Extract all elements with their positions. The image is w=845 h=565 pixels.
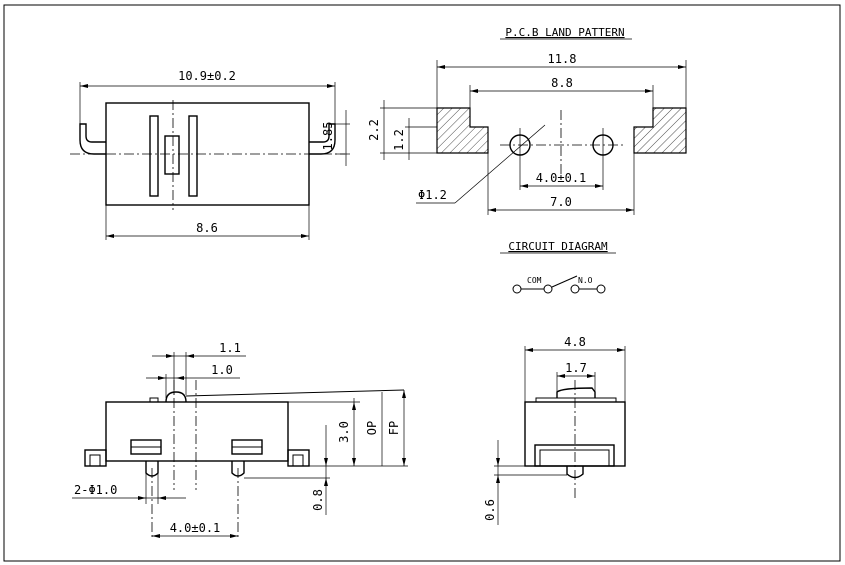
- dim-overall-width: 10.9±0.2: [178, 69, 236, 83]
- dim-pin-diameter: 2-Φ1.0: [74, 483, 117, 497]
- slide-actuator: [164, 135, 180, 175]
- front-body: [105, 401, 289, 462]
- dim-terminal-height: 1.85: [321, 122, 335, 151]
- dim-lever-1: 1.1: [219, 341, 241, 355]
- front-view: 1.1 1.0 3.0 OP FP 0.8 2-Φ1.0: [72, 341, 408, 540]
- dim-side-width: 4.8: [564, 335, 586, 349]
- right-slot: [188, 115, 198, 197]
- left-slot: [149, 115, 159, 197]
- dim-hole-diameter: Φ1.2: [418, 188, 447, 202]
- left-terminal: [79, 123, 106, 155]
- dim-pin-length: 0.8: [311, 489, 325, 511]
- side-actuator: [556, 387, 596, 398]
- dim-pad-step: 1.2: [392, 129, 406, 151]
- circuit-title: CIRCUIT DIAGRAM: [508, 240, 608, 253]
- right-pad: [633, 107, 687, 154]
- dim-fp: FP: [387, 421, 401, 435]
- right-terminal: [309, 123, 336, 155]
- switch-body-outline: [105, 102, 310, 206]
- dim-actuator-width: 1.7: [565, 361, 587, 375]
- top-view: 10.9±0.2 8.6 1.85: [70, 69, 350, 240]
- left-pad: [436, 107, 489, 154]
- pcb-land-pattern: P.C.B LAND PATTERN 11.8 8.8 2.2 1.: [367, 26, 687, 215]
- dim-pad-height: 2.2: [367, 119, 381, 141]
- dim-pin-pitch: 4.0±0.1: [170, 521, 221, 535]
- dim-op: OP: [365, 421, 379, 435]
- hole-leader-line: [454, 124, 546, 204]
- no-label: N.O: [578, 276, 593, 285]
- switch-contact: [551, 275, 578, 288]
- circuit-diagram: CIRCUIT DIAGRAM COM N.O: [500, 240, 616, 294]
- drawing-frame: [3, 4, 841, 562]
- pcb-title: P.C.B LAND PATTERN: [505, 26, 624, 39]
- dim-height-1: 3.0: [337, 421, 351, 443]
- dim-body-width: 8.6: [196, 221, 218, 235]
- com-label: COM: [527, 276, 542, 285]
- lever: [165, 391, 187, 403]
- side-view: 4.8 1.7 0.6: [483, 335, 626, 525]
- dim-pcb-inner: 8.8: [551, 76, 573, 90]
- dim-pcb-overall: 11.8: [548, 52, 577, 66]
- dim-hole-pitch: 4.0±0.1: [536, 171, 587, 185]
- dim-outer-pitch: 7.0: [550, 195, 572, 209]
- dim-side-pin-length: 0.6: [483, 499, 497, 521]
- dim-lever-2: 1.0: [211, 363, 233, 377]
